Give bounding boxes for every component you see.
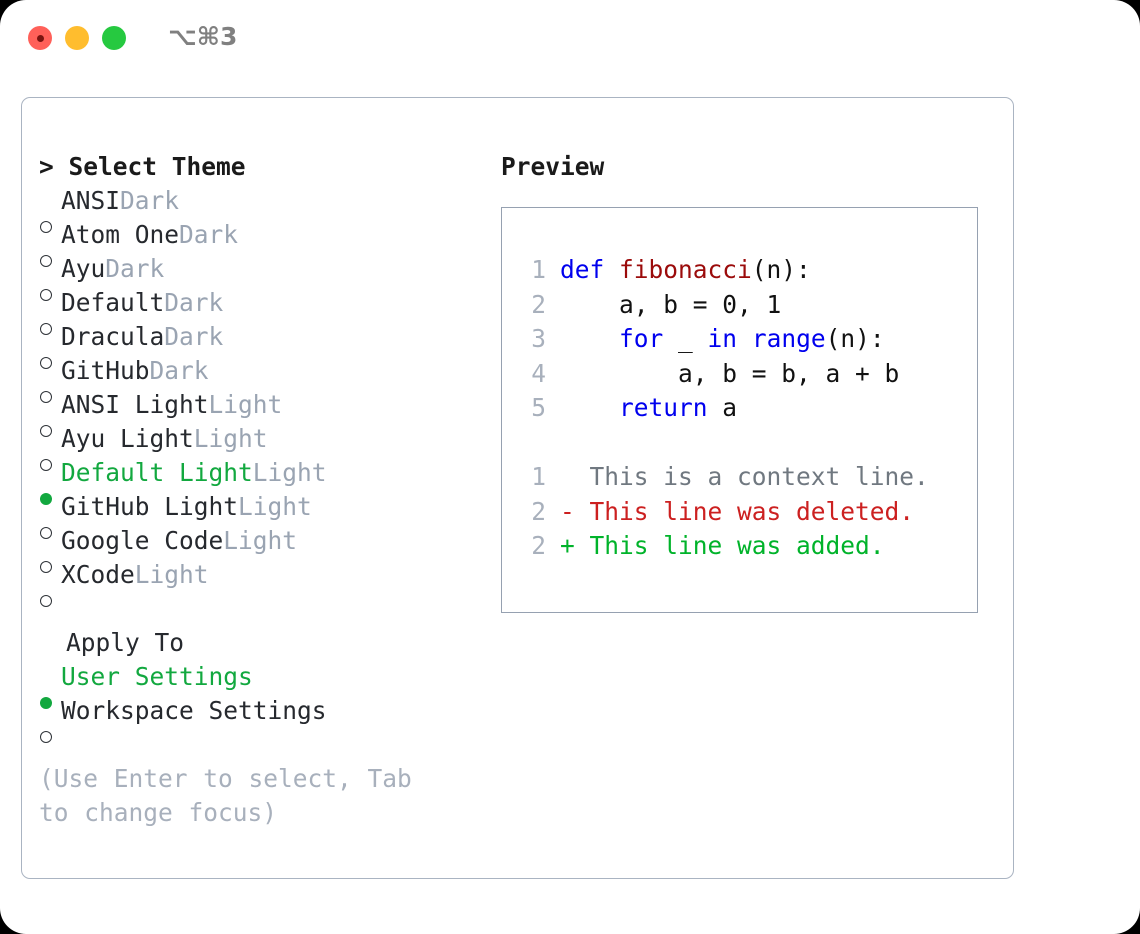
code-token-plain: (n): [751, 255, 811, 284]
line-number: 5 [531, 393, 546, 422]
section-spacer [39, 592, 469, 626]
apply-to-option-label: User Settings [61, 662, 253, 691]
apply-to-option-label: Workspace Settings [61, 696, 327, 725]
traffic-light-group [28, 26, 126, 50]
theme-option-label: Default Light [61, 458, 253, 487]
theme-option-label: ANSI Light [61, 390, 209, 419]
code-token-function: fibonacci [619, 255, 752, 284]
theme-option-kind: Dark [149, 356, 209, 385]
theme-option-label: Dracula [61, 322, 165, 351]
diff-line-added: 2 + This line was added. [518, 529, 971, 564]
code-token-builtin: range [751, 324, 826, 353]
theme-option-kind: Dark [179, 220, 239, 249]
diff-text: + This line was added. [560, 531, 885, 560]
code-token-plain: (n): [825, 324, 885, 353]
diff-line-context: 1 This is a context line. [518, 460, 971, 495]
code-token-plain: _ [663, 324, 708, 353]
code-line: 5 return a [518, 391, 971, 426]
preview-title: Preview [501, 152, 605, 181]
theme-option-label: Ayu [61, 254, 106, 283]
theme-option-label: Atom One [61, 220, 180, 249]
line-number: 1 [531, 255, 546, 284]
line-number: 2 [531, 531, 546, 560]
code-blank-line [518, 426, 971, 461]
code-token-plain [560, 322, 619, 357]
diff-text: - This line was deleted. [560, 496, 915, 526]
theme-option-kind: Light [252, 458, 327, 487]
theme-option-kind: Light [193, 424, 268, 453]
code-line: 2 a, b = 0, 1 [518, 288, 971, 323]
diff-text: This is a context line. [560, 462, 929, 491]
diff-line-deleted: 2 - This line was deleted. [518, 495, 971, 530]
code-line: 4 a, b = b, a + b [518, 357, 971, 392]
theme-option-kind: Light [223, 526, 298, 555]
theme-option-label: GitHub Light [61, 492, 239, 521]
code-line: 1 def fibonacci(n): [518, 253, 971, 288]
code-token-plain: a, b = b, a + b [560, 358, 900, 388]
theme-option-label: ANSI [61, 186, 121, 215]
code-line: 3 for _ in range(n): [518, 322, 971, 357]
theme-option-kind: Dark [164, 322, 224, 351]
line-number: 2 [531, 289, 546, 319]
apply-to-header: Apply To [66, 628, 185, 657]
line-number: 4 [531, 358, 546, 388]
minimize-window-button[interactable] [65, 26, 89, 50]
theme-option-label: XCode [61, 560, 135, 589]
code-token-plain: a, b = 0, 1 [560, 289, 782, 319]
code-token-keyword: def [560, 255, 620, 284]
keyboard-shortcut-label: ⌥⌘3 [168, 22, 238, 51]
theme-option-kind: Dark [164, 288, 224, 317]
theme-option-kind: Dark [120, 186, 180, 215]
theme-option-label: Google Code [61, 526, 224, 555]
line-number: 2 [531, 496, 546, 526]
theme-option-label: Ayu Light [61, 424, 194, 453]
code-token-plain [560, 391, 619, 426]
theme-option-label: GitHub [61, 356, 150, 385]
theme-option-kind: Light [208, 390, 283, 419]
keyboard-hint-text: (Use Enter to select, Tab to change focu… [39, 764, 412, 827]
theme-option-kind: Dark [105, 254, 165, 283]
title-bar: ⌥⌘3 [0, 0, 1140, 78]
maximize-window-button[interactable] [102, 26, 126, 50]
code-token-plain [737, 322, 752, 357]
line-number: 3 [531, 324, 546, 353]
code-token-keyword: return [619, 393, 708, 422]
line-number: 1 [531, 462, 546, 491]
code-token-keyword: in [707, 324, 738, 353]
code-token-plain: a [707, 393, 738, 422]
apply-to-option-user-settings[interactable]: User Settings [39, 660, 469, 709]
close-window-button[interactable] [28, 26, 52, 50]
theme-option-label: Default [61, 288, 165, 317]
theme-option-kind: Light [238, 492, 312, 521]
apply-to-option-workspace-settings[interactable]: Workspace Settings [39, 694, 469, 743]
theme-list-header: > Select Theme [39, 152, 246, 181]
code-token-keyword: for [619, 324, 664, 353]
theme-option-kind: Light [134, 560, 209, 589]
